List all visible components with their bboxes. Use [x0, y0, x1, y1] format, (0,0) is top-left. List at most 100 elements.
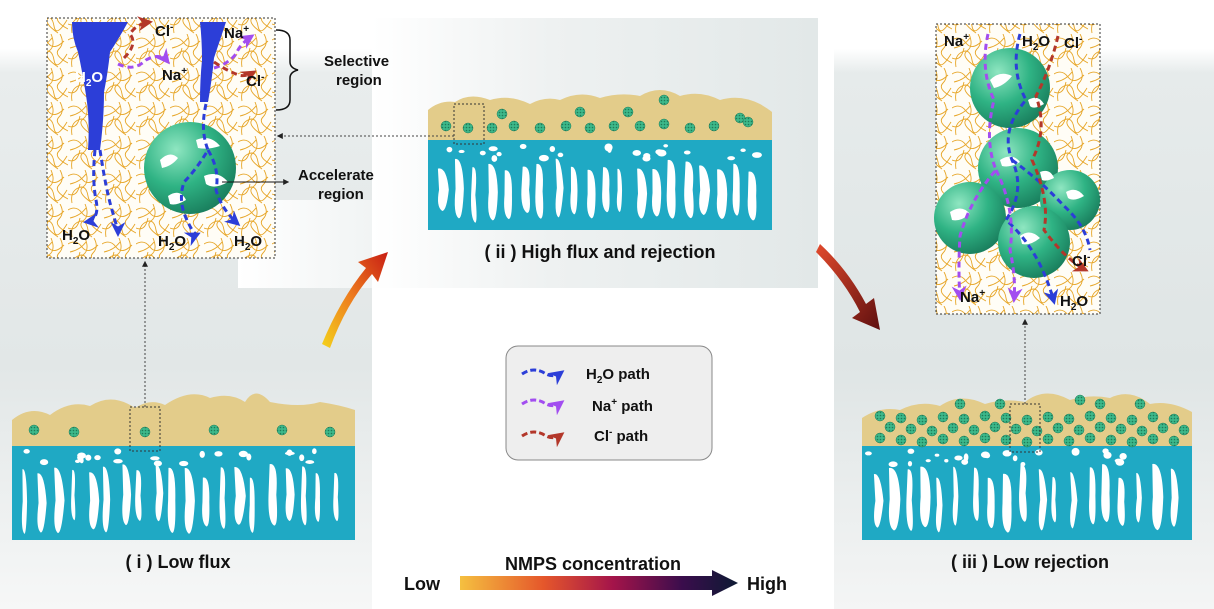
nanoparticle	[1010, 423, 1022, 435]
pore-dot	[179, 460, 189, 467]
nanoparticle	[874, 410, 886, 422]
pore	[488, 163, 498, 221]
nanoparticle	[1168, 413, 1180, 425]
nanoparticle	[1084, 432, 1096, 444]
water-label-iii-bottom: H2O	[1060, 293, 1088, 313]
pore-dot	[114, 448, 122, 455]
nanoparticle	[1063, 435, 1075, 447]
scale-title: NMPS concentration	[505, 554, 681, 574]
selective-region-label: Selective region	[324, 53, 393, 89]
nanoparticle	[684, 122, 696, 134]
pore	[437, 168, 449, 211]
pore	[1051, 477, 1057, 523]
pore-dot	[77, 452, 86, 459]
nanoparticle	[1084, 410, 1096, 422]
nanoparticle	[979, 410, 991, 422]
nanoparticle	[1115, 423, 1127, 435]
pore	[1089, 467, 1096, 525]
nanoparticle	[608, 120, 620, 132]
nanoparticle	[139, 426, 151, 438]
pore-dot	[199, 450, 205, 458]
selective-bracket	[275, 29, 299, 111]
accelerate-region-label: Accelerate region	[298, 167, 378, 203]
pore-dot	[549, 146, 556, 153]
nanoparticle	[937, 433, 949, 445]
particles-ii	[440, 94, 754, 134]
legend-item-cl: Cl- path	[521, 427, 648, 448]
arrow-i-to-ii	[322, 252, 388, 348]
pore	[666, 159, 676, 219]
pore	[300, 466, 307, 526]
nanoparticle	[1073, 424, 1085, 436]
pores-iii	[864, 447, 1179, 533]
pore	[935, 477, 943, 533]
concentration-scale: NMPS concentration Low High	[404, 554, 787, 596]
legend-item-na: Na+ path	[521, 397, 653, 416]
nanoparticle	[926, 425, 938, 437]
nanoparticle	[1000, 412, 1012, 424]
nanoparticle	[916, 436, 928, 448]
nanoparticle	[560, 120, 572, 132]
selective-layer-i	[12, 393, 355, 446]
nanoparticle	[905, 423, 917, 435]
nanoparticle	[1094, 421, 1106, 433]
pore-dot	[1012, 455, 1018, 462]
pore-dot	[94, 455, 101, 461]
nanoparticle	[1126, 414, 1138, 426]
water-label-iii-top: H2O	[1022, 33, 1050, 53]
na-label-iii-bottom: Na+	[960, 288, 985, 306]
pore	[167, 467, 176, 533]
nanoparticle	[1105, 412, 1117, 424]
nanoparticle	[1042, 433, 1054, 445]
particles-i	[28, 424, 336, 438]
nanoparticle	[1168, 435, 1180, 447]
pore-dot	[727, 156, 736, 161]
pore-dot	[496, 151, 502, 157]
arrow-ii-to-iii	[816, 244, 880, 330]
cl-label-iii-bottom: Cl-	[1072, 252, 1090, 270]
cl-label-iii-top: Cl-	[1064, 34, 1082, 52]
nanoparticle	[584, 122, 596, 134]
pore	[504, 170, 512, 220]
pore-dot	[491, 155, 498, 162]
nanoparticle	[884, 421, 896, 433]
pore-dot	[519, 143, 527, 150]
pore	[651, 168, 662, 217]
pore	[987, 477, 995, 529]
nanoparticle	[574, 106, 586, 118]
pore	[202, 477, 210, 527]
pore-dot	[888, 461, 898, 468]
pore	[1002, 473, 1012, 533]
pore	[1152, 463, 1164, 531]
nanoparticle	[958, 435, 970, 447]
pore	[637, 168, 648, 219]
nanoparticle	[276, 424, 288, 436]
support-layer-ii	[428, 140, 772, 230]
pore-dot	[23, 449, 30, 454]
nanoparticle	[440, 120, 452, 132]
pore-dot	[632, 150, 642, 156]
pore-dot	[934, 453, 940, 457]
pore	[268, 464, 278, 526]
pores-ii	[437, 143, 762, 223]
pore-dot	[238, 450, 248, 458]
pore	[1170, 468, 1179, 527]
nanoparticle	[1157, 422, 1169, 434]
pore	[1019, 464, 1027, 522]
nanoparticle	[954, 398, 966, 410]
nanoparticle	[1147, 433, 1159, 445]
pore	[555, 158, 564, 218]
pore-dot	[683, 150, 691, 155]
pore-dot	[85, 454, 92, 461]
pore	[37, 473, 47, 533]
pore	[873, 473, 884, 528]
pore-dot	[925, 459, 931, 463]
pore-dot	[305, 460, 315, 464]
nanoparticle	[1021, 414, 1033, 426]
pore-dot	[113, 458, 123, 464]
pore	[285, 468, 295, 522]
pore-dot	[655, 149, 663, 155]
pore	[684, 161, 694, 219]
pore	[616, 168, 623, 213]
